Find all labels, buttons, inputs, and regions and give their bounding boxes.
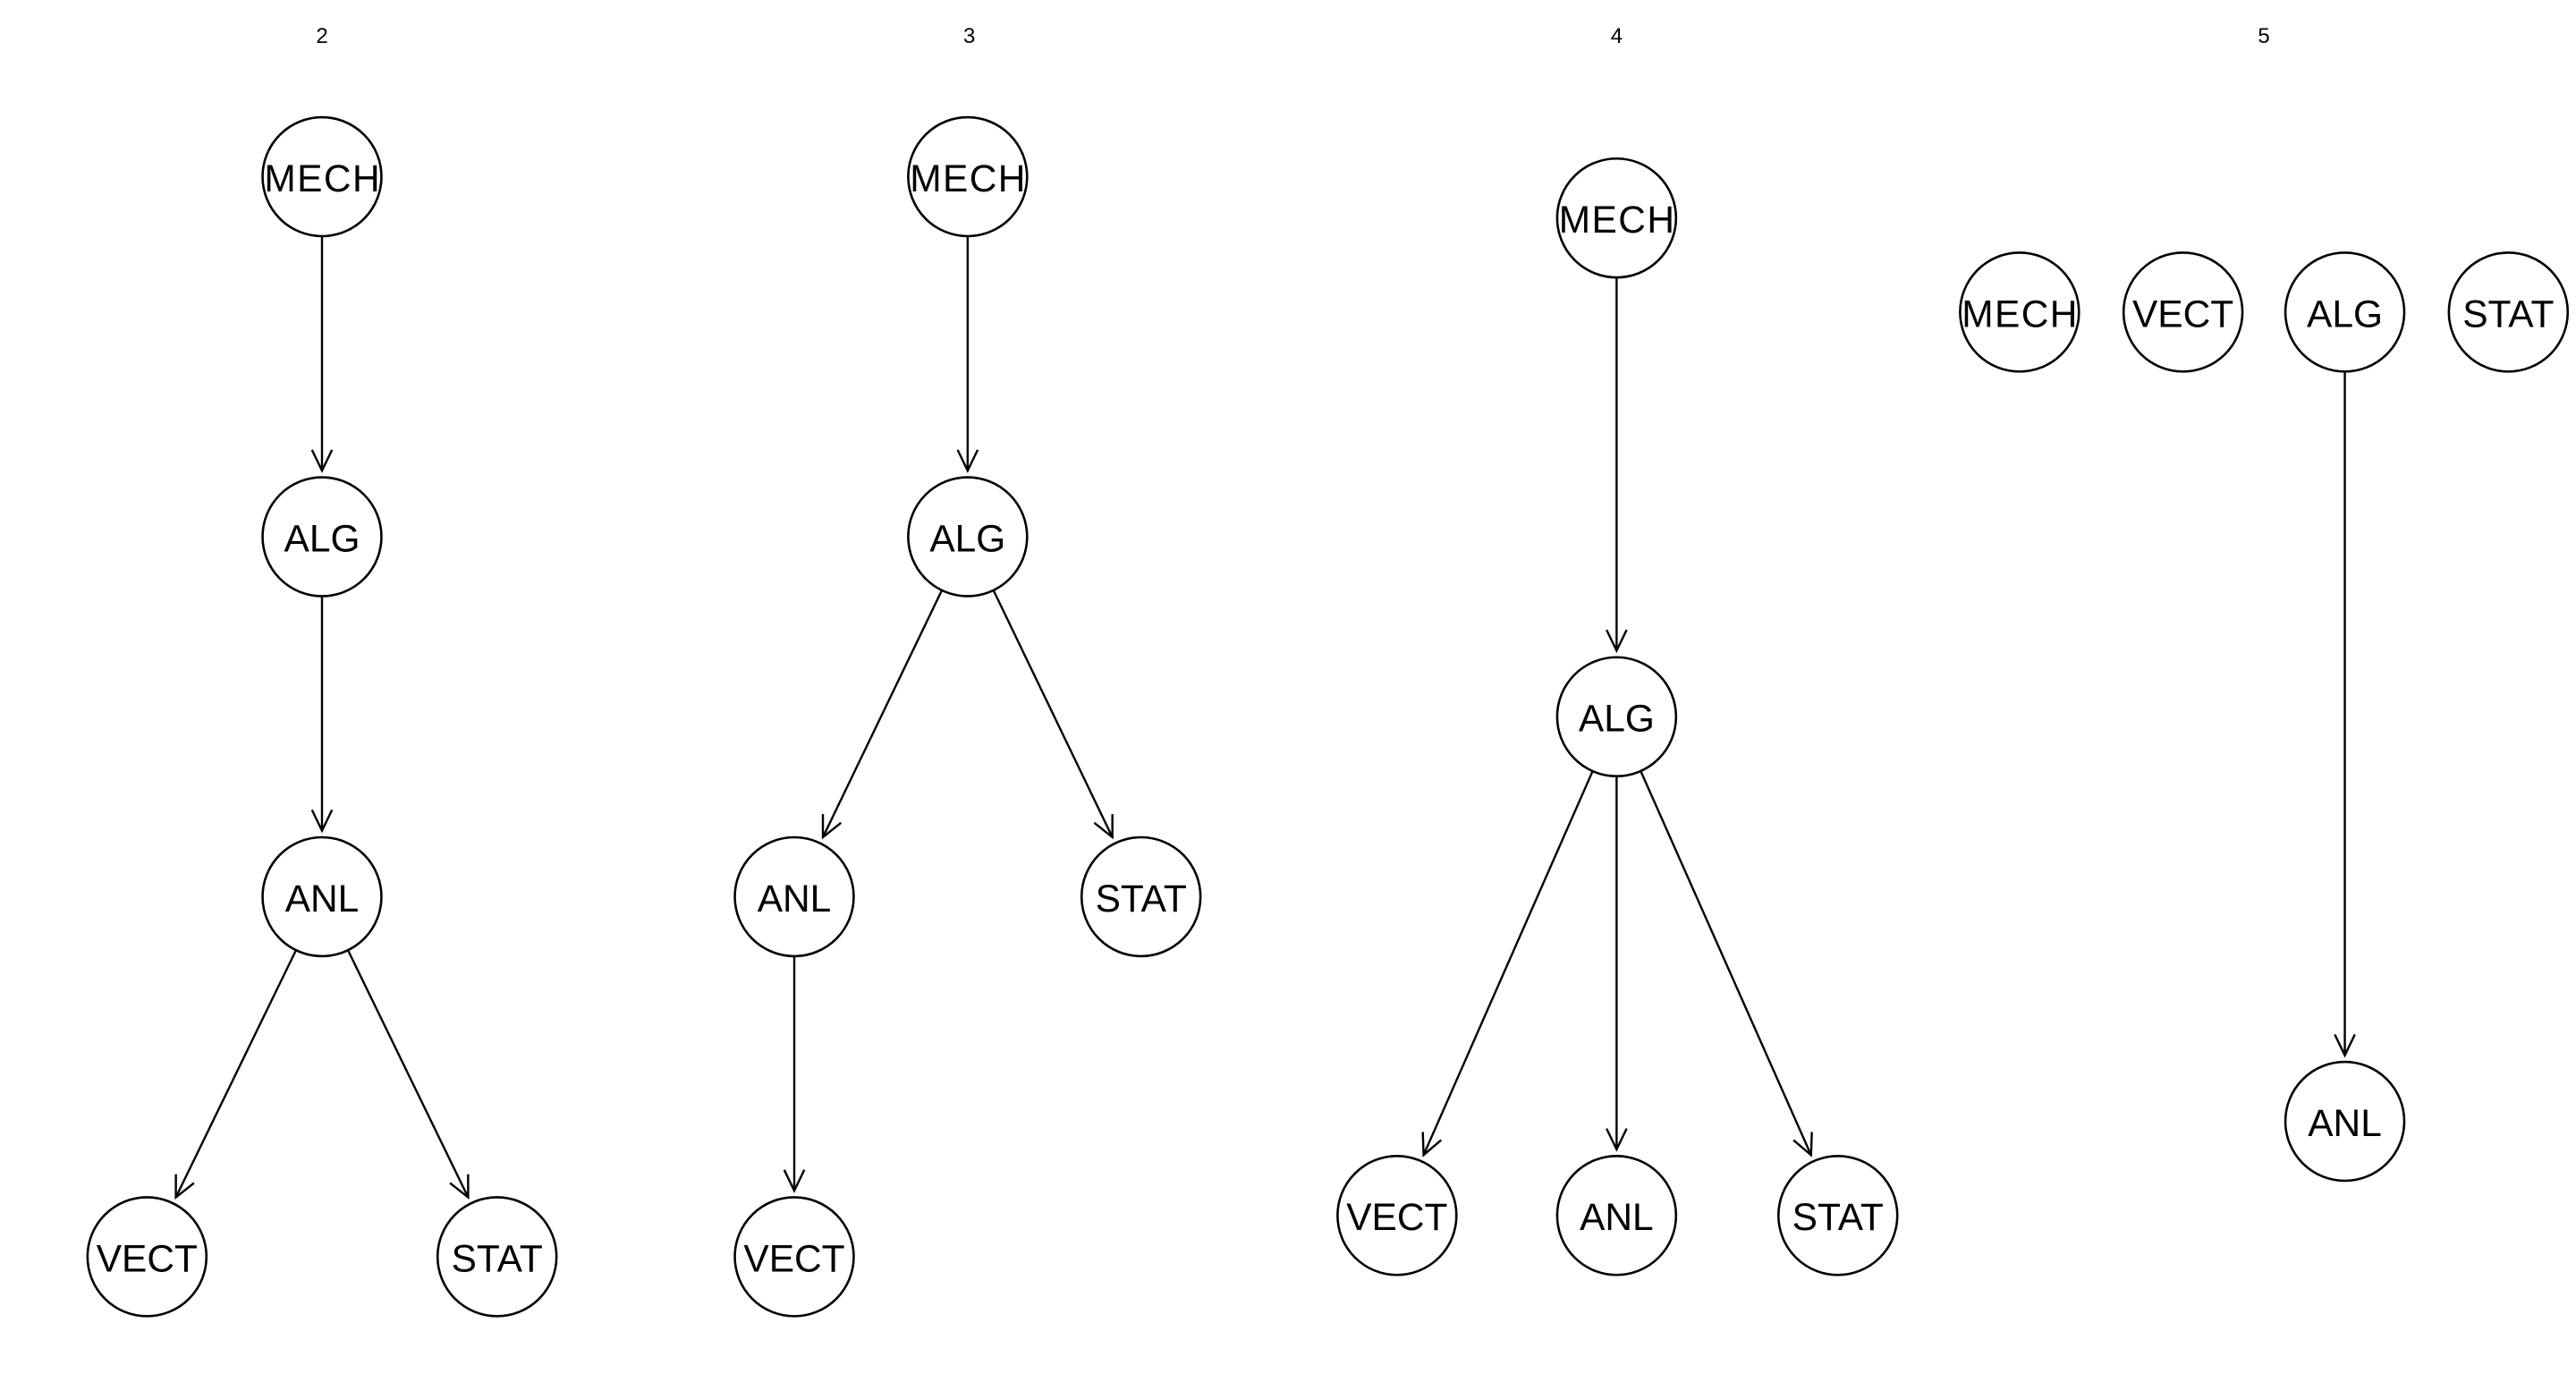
arrowhead-icon xyxy=(310,449,334,473)
node-alg: ALG xyxy=(261,476,383,598)
arrowhead-icon xyxy=(821,814,843,840)
node-anl: ANL xyxy=(2284,1060,2406,1183)
node-anl: ANL xyxy=(261,835,383,958)
node-label: ANL xyxy=(1580,1196,1654,1238)
node-label: STAT xyxy=(1096,878,1187,920)
node-anl: ANL xyxy=(1555,1155,1678,1276)
node-label: ALG xyxy=(284,517,360,559)
node-mech: MECH xyxy=(1959,251,2080,373)
edge-mech-to-alg xyxy=(310,236,334,473)
node-alg: ALG xyxy=(1555,656,1678,777)
arrowhead-icon xyxy=(956,449,979,473)
edge-alg-to-anl xyxy=(310,596,334,834)
node-label: ALG xyxy=(2307,293,2383,335)
node-label: VECT xyxy=(97,1237,198,1279)
node-stat: STAT xyxy=(2447,251,2570,373)
node-label: ANL xyxy=(758,878,832,920)
edge-alg-to-vect xyxy=(1421,770,1594,1158)
edge-mech-to-alg xyxy=(956,236,979,473)
node-label: ANL xyxy=(285,878,360,920)
node-mech: MECH xyxy=(261,115,383,238)
node-label: MECH xyxy=(264,157,379,199)
edge-anl-to-stat xyxy=(346,949,470,1200)
node-stat: STAT xyxy=(1777,1155,1899,1276)
panel-title: 3 xyxy=(963,24,975,48)
node-stat: STAT xyxy=(436,1196,558,1318)
arrowhead-icon xyxy=(310,809,334,834)
node-label: STAT xyxy=(2462,293,2554,335)
edge-anl-to-vect xyxy=(174,949,298,1200)
arrowhead-icon xyxy=(174,1174,195,1200)
edge-alg-to-stat xyxy=(992,589,1114,840)
edge-anl-to-vect xyxy=(783,955,806,1193)
node-vect: VECT xyxy=(86,1196,208,1318)
arrowhead-icon xyxy=(1606,629,1628,654)
node-mech: MECH xyxy=(1555,157,1678,279)
edge-mech-to-alg xyxy=(1606,277,1628,654)
node-label: VECT xyxy=(2132,293,2233,335)
arrowhead-icon xyxy=(449,1174,470,1200)
arrowhead-icon xyxy=(783,1169,806,1193)
node-label: VECT xyxy=(1346,1196,1447,1238)
arrowhead-icon xyxy=(1606,1128,1628,1152)
panel-title: 4 xyxy=(1611,24,1623,48)
panel-title: 2 xyxy=(316,24,327,48)
edge-alg-to-anl xyxy=(2334,371,2356,1058)
node-anl: ANL xyxy=(733,835,855,958)
edge-alg-to-anl xyxy=(1606,776,1628,1152)
node-label: ALG xyxy=(1579,698,1655,740)
arrowhead-icon xyxy=(1093,814,1114,840)
node-stat: STAT xyxy=(1080,835,1202,958)
node-label: ALG xyxy=(929,517,1005,559)
arrowhead-icon xyxy=(1421,1132,1443,1158)
node-alg: ALG xyxy=(2284,251,2406,373)
node-label: VECT xyxy=(743,1237,844,1279)
node-label: MECH xyxy=(1962,293,2077,335)
node-vect: VECT xyxy=(2122,251,2244,373)
edge-alg-to-stat xyxy=(1640,770,1813,1158)
node-mech: MECH xyxy=(907,115,1029,238)
arrowhead-icon xyxy=(1792,1132,1813,1158)
edge-alg-to-anl xyxy=(821,589,944,840)
arrowhead-icon xyxy=(2334,1033,2356,1058)
node-label: STAT xyxy=(452,1237,543,1279)
panel-title: 5 xyxy=(2258,24,2269,48)
node-label: ANL xyxy=(2308,1102,2382,1144)
node-alg: ALG xyxy=(907,476,1029,598)
node-vect: VECT xyxy=(733,1196,855,1318)
node-vect: VECT xyxy=(1336,1155,1458,1276)
node-label: MECH xyxy=(1559,199,1674,241)
node-label: STAT xyxy=(1792,1196,1884,1238)
node-label: MECH xyxy=(910,157,1025,199)
